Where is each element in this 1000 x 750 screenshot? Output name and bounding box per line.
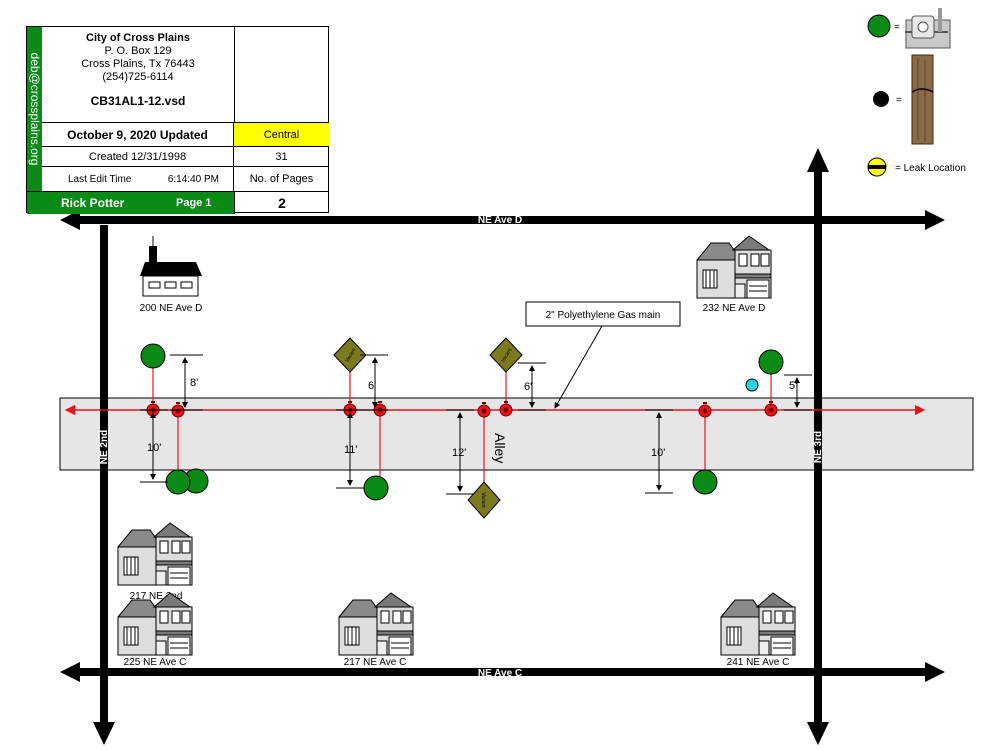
street-label-right: NE 3rd	[813, 431, 824, 463]
house-sc-address: 217 NE Ave C	[344, 657, 407, 668]
church-address: 200 NE Ave D	[140, 303, 203, 314]
email-label: deb@crossplains.org	[27, 52, 42, 166]
church-icon	[140, 236, 202, 297]
dimension-label: 10'	[147, 442, 161, 454]
street-label-left: NE 2nd	[99, 430, 110, 464]
gas-meter-picture-icon	[905, 8, 951, 49]
legend: = = = Leak Location	[867, 8, 966, 177]
service-lines	[152, 368, 772, 490]
svg-text:Vacant: Vacant	[480, 492, 486, 508]
pages-count: 2	[234, 192, 329, 214]
vacant-sign-1: Vacant	[333, 337, 367, 373]
title-block: deb@crossplains.org City of Cross Plains…	[26, 26, 329, 214]
house-icon	[117, 522, 193, 586]
street-label-bottom: NE Ave C	[478, 668, 522, 679]
pages-label: No. of Pages	[249, 173, 314, 185]
house-ne-address: 232 NE Ave D	[703, 303, 766, 314]
meter-icon	[758, 349, 784, 375]
last-edit-label: Last Edit Time	[68, 174, 132, 185]
dimension-label: 5'	[789, 380, 797, 392]
city-state-zip: Cross Plains, Tx 76443	[81, 58, 195, 70]
dimension-label: 10'	[651, 447, 665, 459]
last-edit-row: Last Edit Time 6:14:40 PM No. of Pages	[42, 166, 329, 192]
alley-label: Alley	[492, 433, 508, 463]
vacant-sign-2: Vacant	[489, 337, 523, 373]
callout-leader	[554, 325, 603, 409]
dimension-label: 6'	[524, 381, 532, 393]
phone: (254)725-6114	[102, 71, 174, 83]
house-sw-address: 225 NE Ave C	[124, 657, 187, 668]
house-icon	[696, 235, 772, 299]
title-block-sidebar	[27, 27, 42, 191]
page-number: Page 1	[176, 197, 212, 209]
updated-date: October 9, 2020 Updated	[42, 123, 234, 147]
last-edit-time: 6:14:40 PM	[167, 174, 219, 185]
dimension-label: 8'	[190, 377, 198, 389]
street-ne-ave-c	[60, 662, 945, 682]
street-ne-ave-d	[60, 210, 945, 230]
svg-text:=: =	[894, 22, 900, 33]
meter-icon	[165, 469, 191, 495]
callout-label: 2" Polyethylene Gas main	[546, 310, 661, 321]
meter-icon	[140, 343, 166, 369]
org-name: City of Cross Plains	[86, 32, 190, 44]
house-sw-upper-address: 217 NE 2nd	[130, 591, 183, 602]
marker-icon	[745, 378, 759, 392]
legend-meter-icon	[867, 14, 891, 38]
meter-icon	[692, 469, 718, 495]
po-box: P. O. Box 129	[104, 45, 172, 57]
file-name: CB31AL1-12.vsd	[90, 94, 186, 108]
legend-pole-icon	[873, 91, 889, 107]
created-row: Created 12/31/1998 31	[42, 146, 329, 167]
callout-box	[525, 301, 681, 327]
dimension-label: 11'	[344, 444, 358, 456]
street-ne-2nd	[93, 225, 115, 745]
alley-band	[59, 397, 974, 471]
utility-pole-icon	[911, 54, 934, 145]
house-icon	[117, 592, 193, 656]
created-date: Created 12/31/1998	[42, 147, 234, 167]
region-label: Central	[234, 123, 329, 147]
house-icon	[720, 592, 796, 656]
legend-leak-icon	[867, 157, 887, 177]
street-ne-3rd	[807, 148, 829, 745]
street-label-top: NE Ave D	[478, 215, 522, 226]
vacant-sign-3: Vacant	[467, 481, 501, 519]
svg-text:=: =	[896, 95, 902, 106]
house-se-address: 241 NE Ave C	[727, 657, 790, 668]
meter-icon	[363, 475, 389, 501]
dimension-label: 12'	[452, 447, 466, 459]
dimension-labels: 8' 6' 6' 5' 10' 11' 12' 10'	[147, 377, 797, 459]
dimension-lines	[140, 354, 812, 495]
dimension-label: 6'	[368, 380, 376, 392]
meters	[140, 343, 784, 501]
author-row: Rick Potter Page 1 2	[27, 191, 329, 214]
svg-text:= Leak Location: = Leak Location	[895, 163, 966, 174]
author-name: Rick Potter	[61, 196, 125, 210]
map-number: 31	[275, 151, 288, 163]
updated-row: October 9, 2020 Updated Central	[42, 122, 329, 147]
house-icon	[338, 592, 414, 656]
address-panel: City of Cross Plains P. O. Box 129 Cross…	[42, 27, 235, 122]
